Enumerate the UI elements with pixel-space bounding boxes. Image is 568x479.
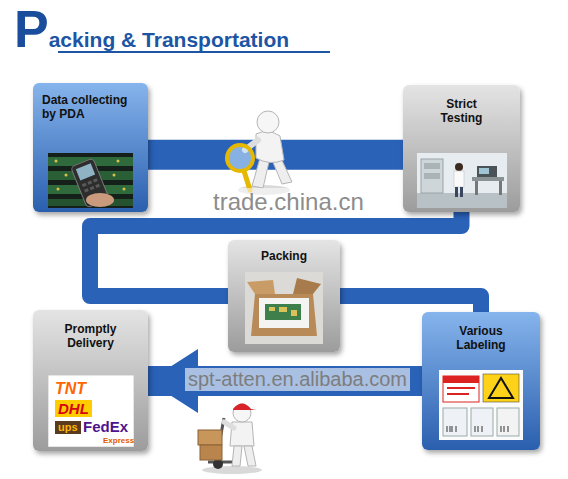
watermark: spt-atten.en.alibaba.com bbox=[185, 368, 410, 391]
delivery-figure-part bbox=[233, 404, 256, 411]
pda-photo-part-part bbox=[123, 188, 126, 191]
lab-photo-part bbox=[455, 163, 463, 171]
pda-photo-part-part bbox=[76, 163, 95, 180]
pda-photo-part-part-part bbox=[93, 178, 98, 182]
labels-photo-part-part bbox=[478, 426, 479, 432]
box-photo-part-part bbox=[269, 307, 275, 311]
pda-photo-part-part bbox=[82, 178, 100, 192]
labels-photo-part-part bbox=[450, 426, 451, 432]
pda-photo-part bbox=[48, 153, 133, 208]
pda-photo-part-part-part bbox=[84, 188, 89, 192]
labels-photo-part bbox=[447, 393, 469, 395]
delivery-figure-part bbox=[244, 446, 256, 466]
labels-photo-part-part bbox=[475, 426, 476, 432]
box-title: Strict Testing bbox=[431, 97, 493, 125]
box-photo bbox=[245, 272, 323, 344]
box-photo-part bbox=[265, 304, 301, 320]
diagram-title: Packing & Transportation bbox=[14, 2, 289, 67]
box-photo-part-part bbox=[291, 310, 297, 316]
process-box: Promptly DeliveryTNT DHL upsFedExExpress bbox=[33, 310, 148, 451]
courier-photo-part bbox=[48, 375, 134, 447]
box-photo-part bbox=[269, 307, 297, 316]
lab-photo-part bbox=[499, 181, 502, 195]
box-title: Packing bbox=[244, 249, 324, 263]
labels-photo-part-part bbox=[504, 426, 505, 432]
pda-photo-part-part bbox=[57, 188, 60, 191]
magnifier-figure-part bbox=[227, 145, 253, 171]
magnifier-figure-part bbox=[257, 111, 279, 133]
lab-photo bbox=[417, 153, 507, 208]
labels-photo-part bbox=[483, 374, 519, 402]
lab-photo-part bbox=[460, 187, 463, 197]
courier-logo: FedEx bbox=[83, 418, 128, 435]
courier-logo: Express bbox=[103, 436, 134, 445]
labels-photo-part bbox=[497, 408, 519, 436]
lab-photo-part bbox=[479, 168, 489, 174]
courier-logo: ups bbox=[55, 421, 81, 434]
process-box: Data collecting by PDA bbox=[33, 83, 148, 212]
box-photo-part bbox=[247, 280, 275, 294]
labels-photo-part-part bbox=[452, 426, 453, 432]
labels-photo-part-part bbox=[482, 426, 483, 432]
courier-logo: TNT bbox=[55, 380, 86, 398]
pda-photo bbox=[48, 153, 133, 208]
labels-photo-part bbox=[443, 408, 467, 436]
pda-photo-part-part bbox=[55, 160, 58, 163]
box-photo-part bbox=[251, 294, 317, 336]
flow-band bbox=[340, 296, 481, 312]
lab-photo-part bbox=[417, 153, 507, 208]
pda-photo-part-part-part bbox=[95, 184, 100, 188]
pda-photo-part-part-part bbox=[82, 183, 87, 187]
labels-photo-part-part bbox=[447, 426, 448, 432]
box-photo-part bbox=[293, 278, 321, 294]
watermark: trade.china.cn bbox=[210, 188, 367, 216]
pda-photo-part-part-part bbox=[87, 180, 92, 184]
lab-photo-part bbox=[454, 171, 464, 187]
box-title: Various Labeling bbox=[449, 324, 513, 352]
title-underline bbox=[58, 51, 330, 53]
courier-logo: DHL bbox=[55, 400, 92, 417]
labels-photo bbox=[439, 370, 523, 440]
lab-photo-part bbox=[424, 173, 440, 179]
delivery-figure bbox=[198, 404, 262, 475]
process-box: Various Labeling bbox=[422, 312, 540, 450]
labels-photo-part bbox=[447, 387, 475, 389]
lab-photo-part bbox=[424, 163, 440, 169]
delivery-figure-part bbox=[224, 422, 234, 428]
pda-photo-part bbox=[86, 193, 114, 207]
delivery-figure-part bbox=[200, 445, 222, 460]
box-title: Data collecting by PDA bbox=[42, 93, 142, 121]
labels-photo-part-part bbox=[501, 426, 502, 432]
lab-photo-part bbox=[477, 166, 497, 177]
labels-photo-part bbox=[443, 376, 479, 402]
process-box: Packing bbox=[228, 240, 340, 352]
delivery-figure-part bbox=[232, 446, 242, 466]
lab-photo-part bbox=[421, 159, 443, 193]
process-box: Strict Testing bbox=[403, 85, 520, 212]
box-photo-part-part bbox=[279, 307, 287, 312]
labels-photo-part-part bbox=[508, 426, 509, 432]
flow-band bbox=[148, 366, 422, 396]
delivery-figure-part bbox=[202, 466, 262, 474]
magnifier-figure-part bbox=[256, 131, 284, 162]
pda-photo-part-part bbox=[113, 174, 116, 177]
box-photo-part bbox=[259, 298, 309, 328]
labels-photo-part bbox=[471, 408, 493, 436]
box-photo-part bbox=[245, 272, 323, 344]
labels-photo-part bbox=[489, 378, 513, 398]
labels-photo-part bbox=[443, 376, 479, 383]
magnifier-figure bbox=[227, 111, 292, 195]
delivery-figure-part bbox=[198, 430, 222, 445]
box-title: Promptly Delivery bbox=[57, 322, 125, 350]
labels-photo-part-part bbox=[456, 426, 457, 432]
lab-photo-part bbox=[472, 177, 504, 181]
labels-photo-part bbox=[439, 370, 523, 440]
lab-photo-part bbox=[475, 181, 478, 195]
pda-photo-part-part bbox=[117, 160, 120, 163]
lab-photo-part bbox=[455, 187, 458, 197]
pda-photo-part-part-part bbox=[90, 186, 95, 190]
labels-photo-part bbox=[447, 426, 508, 432]
pda-photo-part-part bbox=[65, 174, 68, 177]
